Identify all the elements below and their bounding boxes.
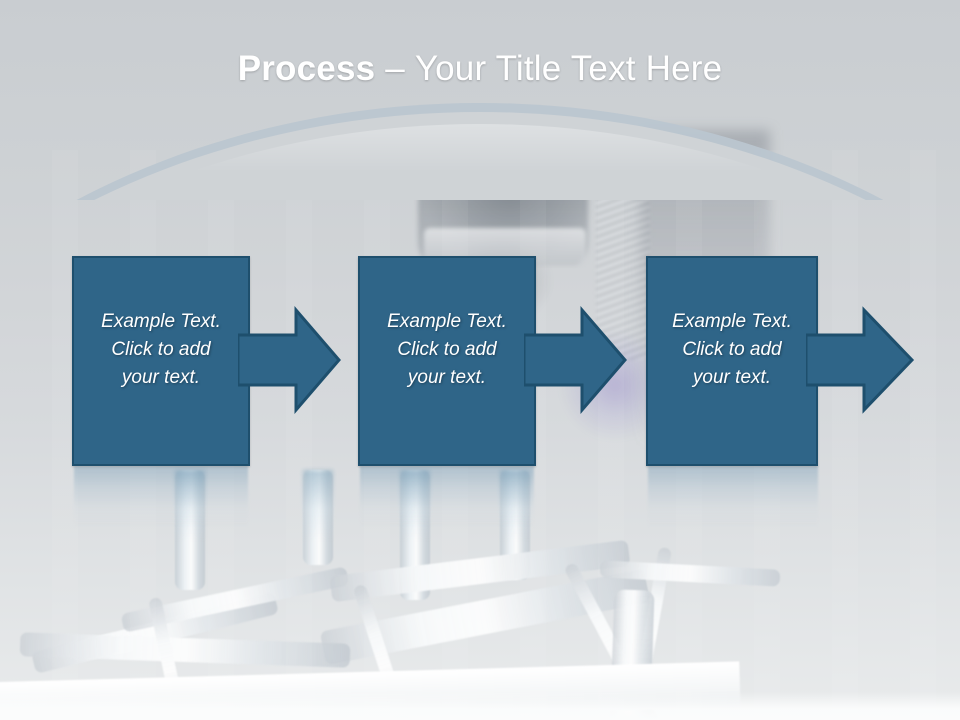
step-reflection <box>360 466 534 528</box>
process-step-1-box[interactable]: Example Text. Click to add your text. <box>72 256 250 466</box>
page-title-separator: – <box>375 49 415 88</box>
arrow-right-icon-1 <box>238 306 341 414</box>
arrow-right-icon-2 <box>524 306 627 414</box>
process-step-2-text: Example Text. Click to add your text. <box>360 308 534 392</box>
arrow-right-icon-3 <box>806 306 915 414</box>
page-title: Process – Your Title Text Here <box>0 47 960 91</box>
truss-post-fade <box>400 470 430 540</box>
process-step-3-text: Example Text. Click to add your text. <box>648 308 816 392</box>
truss-post-fade <box>175 470 205 540</box>
step-text-line-3: your text. <box>407 367 487 388</box>
truss-post <box>175 470 205 590</box>
step-text-line-1: Example Text. <box>672 311 792 332</box>
step-text-line-2: Click to add <box>682 339 782 360</box>
truss-post-fade <box>303 470 333 540</box>
step-reflection <box>74 466 248 528</box>
process-step-1-text: Example Text. Click to add your text. <box>74 308 248 392</box>
truss-post <box>303 470 333 565</box>
process-step-2-box[interactable]: Example Text. Click to add your text. <box>358 256 536 466</box>
page-title-bold: Process <box>237 49 376 88</box>
step-reflection <box>648 466 818 528</box>
header-band <box>0 0 960 200</box>
bottom-fade <box>0 692 960 720</box>
step-text-line-3: your text. <box>121 367 201 388</box>
step-text-line-1: Example Text. <box>387 311 507 332</box>
metal-truss-structure <box>0 470 960 720</box>
step-text-line-2: Click to add <box>111 339 211 360</box>
page-title-rest: Your Title Text Here <box>414 49 723 88</box>
step-text-line-3: your text. <box>692 367 772 388</box>
step-text-line-1: Example Text. <box>101 311 221 332</box>
step-text-line-2: Click to add <box>397 339 497 360</box>
truss-post-fade <box>500 470 530 540</box>
process-step-3-box[interactable]: Example Text. Click to add your text. <box>646 256 818 466</box>
